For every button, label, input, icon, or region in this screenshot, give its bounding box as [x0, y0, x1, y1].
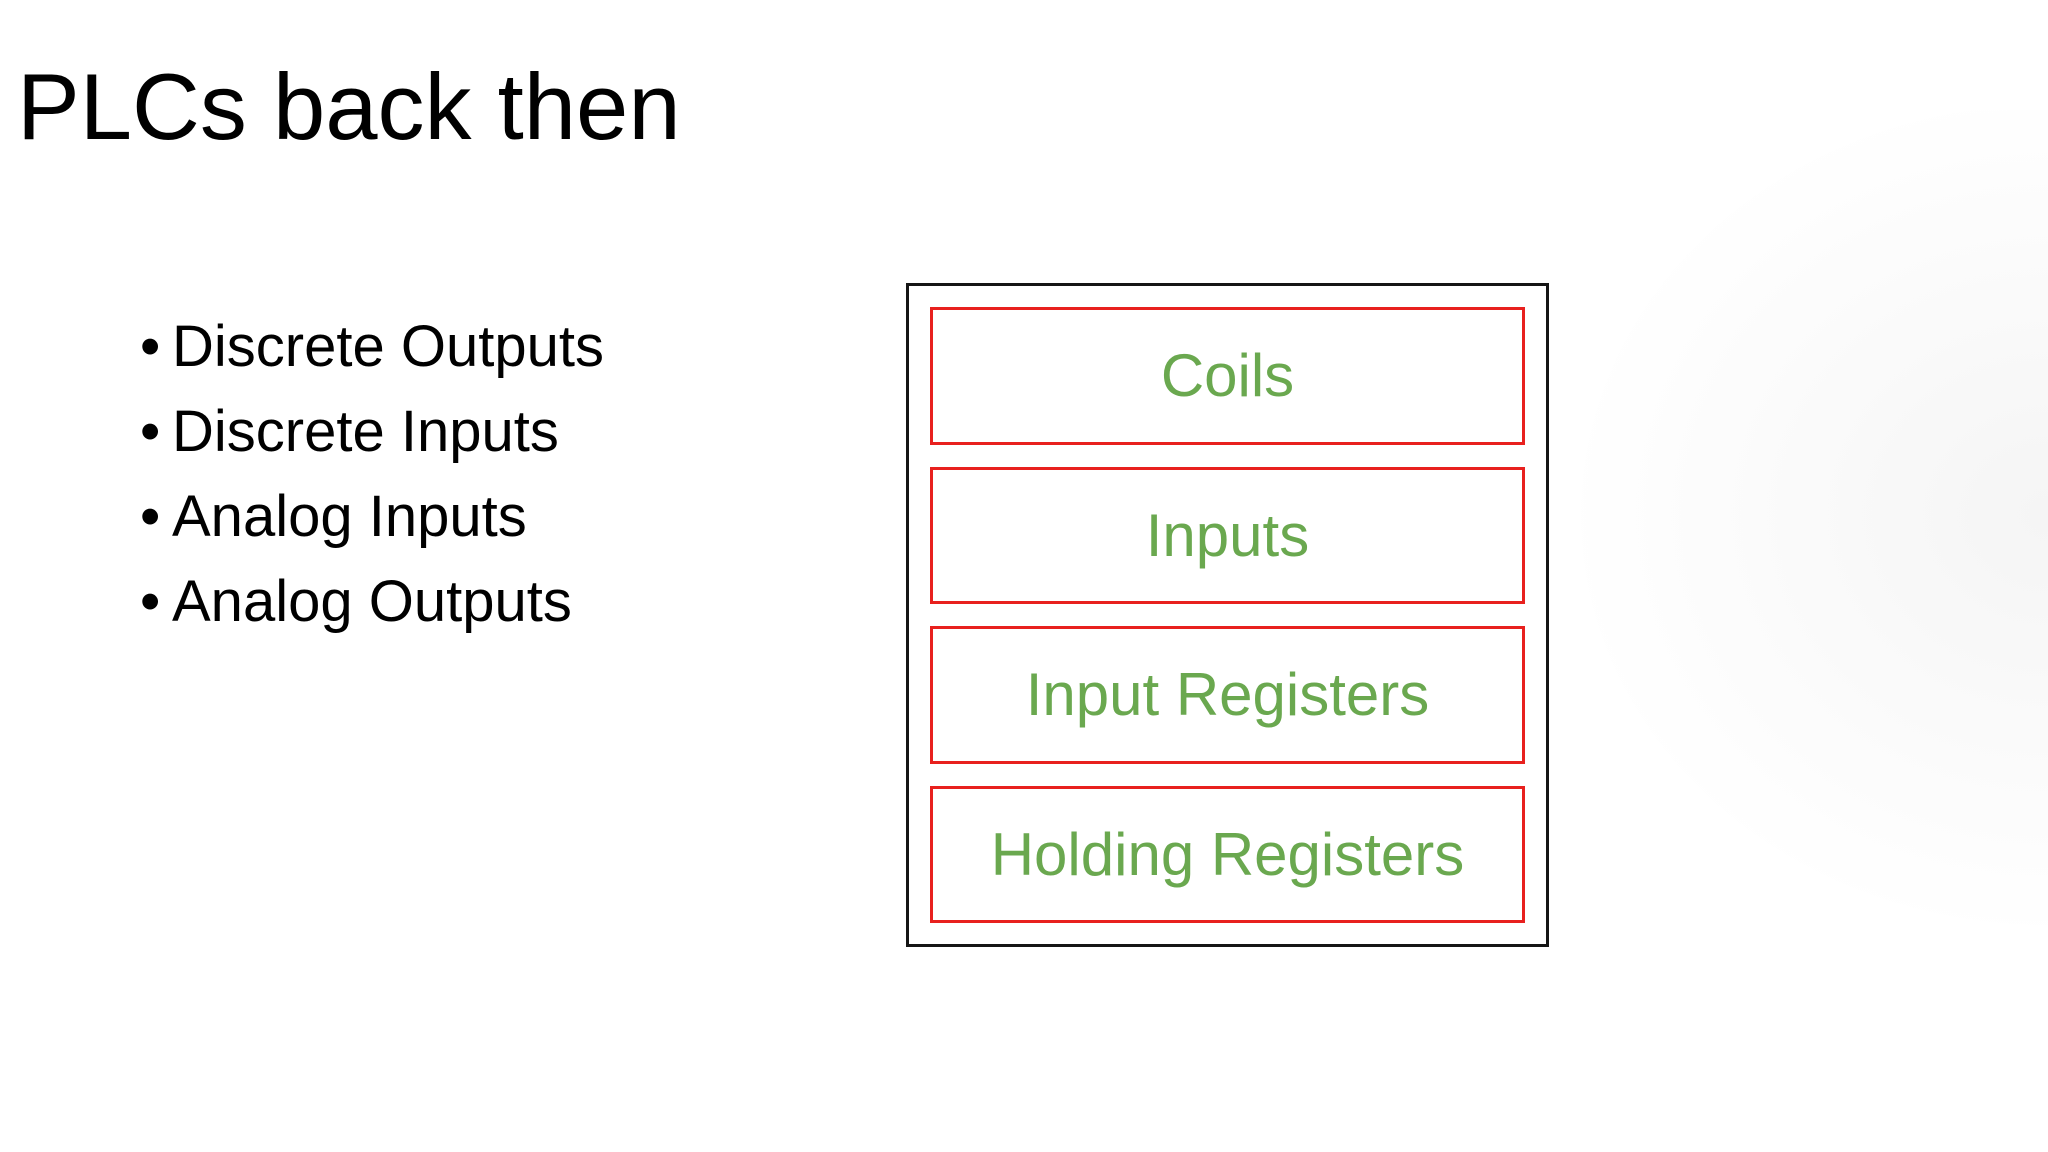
bullet-marker: •	[140, 484, 161, 549]
background-shading	[1508, 110, 2048, 990]
bullet-text: Discrete Inputs	[172, 399, 559, 464]
bullet-item: • Discrete Inputs	[140, 389, 604, 474]
register-box-input-registers: Input Registers	[930, 626, 1525, 764]
bullet-text: Analog Outputs	[172, 569, 572, 634]
register-box-inputs: Inputs	[930, 466, 1525, 604]
bullet-marker: •	[140, 314, 161, 379]
slide-title: PLCs back then	[17, 54, 681, 159]
register-box-label: Inputs	[1145, 501, 1310, 569]
bullet-item: • Analog Outputs	[140, 559, 604, 644]
bullet-marker: •	[140, 569, 161, 634]
register-box-coils: Coils	[930, 307, 1525, 445]
register-box-label: Input Registers	[1025, 661, 1430, 729]
register-box-holding-registers: Holding Registers	[930, 785, 1525, 923]
register-box-label: Coils	[1160, 342, 1295, 410]
register-box-label: Holding Registers	[990, 820, 1465, 888]
bullet-text: Analog Inputs	[172, 484, 527, 549]
bullet-marker: •	[140, 399, 161, 464]
bullet-item: • Discrete Outputs	[140, 304, 604, 389]
bullet-item: • Analog Inputs	[140, 474, 604, 559]
register-map-diagram: Coils Inputs Input Registers Holding Reg…	[906, 283, 1549, 947]
bullet-list: • Discrete Outputs • Discrete Inputs • A…	[140, 304, 604, 644]
bullet-text: Discrete Outputs	[172, 314, 604, 379]
